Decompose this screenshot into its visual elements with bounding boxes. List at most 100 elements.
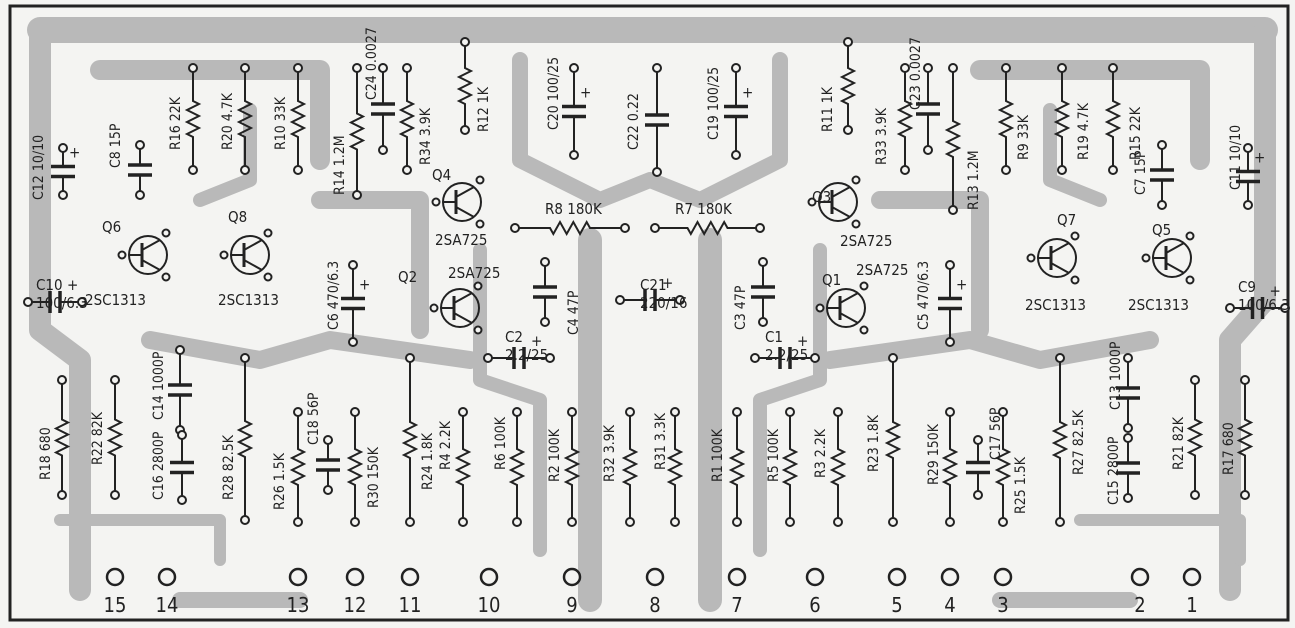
solder-pad xyxy=(750,353,760,363)
solder-pad xyxy=(998,407,1008,417)
resistor-label: R26 1.5K xyxy=(272,452,288,510)
capacitor-c13: C13 1000P xyxy=(1108,341,1140,433)
pin-pad xyxy=(940,567,960,587)
solder-pad xyxy=(652,167,662,177)
solder-pad xyxy=(1123,433,1133,443)
pin-number: 14 xyxy=(156,593,179,617)
resistor-r9: R9 33K xyxy=(997,63,1032,175)
solder-pad xyxy=(58,190,68,200)
solder-pad xyxy=(859,281,869,291)
pin-13: 13 xyxy=(287,567,309,617)
transistor-type: 2SA725 xyxy=(856,261,908,279)
plus-sign: + xyxy=(742,84,753,102)
plus-sign: + xyxy=(956,276,967,294)
capacitor-c1: +C12.2/25 xyxy=(750,328,820,369)
resistor-body xyxy=(1053,68,1071,170)
solder-pad xyxy=(945,517,955,527)
resistor-body xyxy=(53,380,71,495)
transistor-ref: Q1 xyxy=(822,271,841,289)
solder-pad xyxy=(402,165,412,175)
resistor-body xyxy=(896,68,914,170)
resistor-label: R16 22K xyxy=(168,96,184,150)
resistor-label: R25 1.5K xyxy=(1013,456,1029,514)
pin-number: 10 xyxy=(478,593,501,617)
transistor-ref: Q3 xyxy=(812,188,831,206)
pin-11: 11 xyxy=(399,567,421,617)
solder-pad xyxy=(675,295,685,305)
capacitor-c6: +C6 470/6.3 xyxy=(326,260,370,347)
resistor-r15: R15 22K xyxy=(1104,63,1144,175)
resistor-label: R8 180K xyxy=(545,200,603,218)
pin-15: 15 xyxy=(104,567,126,617)
solder-pad xyxy=(57,375,67,385)
capacitor-c20: +C20 100/25 xyxy=(546,57,591,160)
resistor-label: R4 2.2K xyxy=(438,420,454,470)
pin-pad xyxy=(727,567,747,587)
solder-pad xyxy=(569,150,579,160)
solder-pad xyxy=(177,430,187,440)
solder-pad xyxy=(998,517,1008,527)
solder-pad xyxy=(900,63,910,73)
capacitor-c17: C17 56P xyxy=(966,407,1004,500)
solder-pad xyxy=(652,63,662,73)
solder-pad xyxy=(117,250,127,260)
pin-pad xyxy=(288,567,308,587)
pin-9: 9 xyxy=(562,567,582,617)
solder-pad xyxy=(785,517,795,527)
transistor-ref: Q2 xyxy=(398,268,417,286)
resistor-label: R1 100K xyxy=(710,428,726,482)
capacitor-label: C15 2800P xyxy=(1106,436,1122,505)
solder-pad xyxy=(1070,275,1080,285)
pin-number: 2 xyxy=(1134,593,1145,617)
capacitor-label: C9 xyxy=(1238,278,1256,296)
solder-pad xyxy=(1108,165,1118,175)
resistor-body xyxy=(997,68,1015,170)
solder-pad xyxy=(293,165,303,175)
capacitor-label: C19 100/25 xyxy=(706,67,722,140)
solder-pad xyxy=(900,165,910,175)
capacitor-c5: + C5 470/6.3 xyxy=(916,260,967,347)
resistor-label: R15 22K xyxy=(1128,106,1144,160)
solder-pad xyxy=(851,175,861,185)
resistor-label: R11 1K xyxy=(820,86,836,132)
capacitor-label: C5 470/6.3 xyxy=(916,261,932,330)
resistor-r23: R23 1.8K xyxy=(866,353,902,527)
solder-pad xyxy=(731,63,741,73)
pin-pad xyxy=(479,567,499,587)
solder-pad xyxy=(352,190,362,200)
solder-pad xyxy=(670,407,680,417)
resistor-label: R22 82K xyxy=(90,411,106,465)
solder-pad xyxy=(473,281,483,291)
solder-pad xyxy=(188,165,198,175)
solder-pad xyxy=(431,197,441,207)
solder-pad xyxy=(1001,63,1011,73)
capacitor-value: 100/6.3 xyxy=(36,294,88,312)
capacitor-c23: C23 0.0027 xyxy=(908,37,940,155)
solder-pad xyxy=(1157,140,1167,150)
resistor-label: R12 1K xyxy=(476,86,492,132)
pin-pad xyxy=(562,567,582,587)
resistor-r18: R18 680 xyxy=(38,375,71,500)
resistor-label: R3 2.2K xyxy=(813,428,829,478)
transistor-type: 2SC1313 xyxy=(1025,296,1086,314)
resistor-r32: R32 3.9K xyxy=(602,407,639,527)
plus-sign: + xyxy=(67,276,78,294)
capacitor-c8: C8 15P xyxy=(108,123,152,200)
solder-pad xyxy=(475,175,485,185)
board-outline xyxy=(8,4,1290,622)
solder-pad xyxy=(177,495,187,505)
solder-pad xyxy=(348,260,358,270)
resistor-label: R6 100K xyxy=(493,416,509,470)
resistor-r26: R26 1.5K xyxy=(272,407,307,527)
capacitor-label: C18 56P xyxy=(306,392,322,445)
solder-pad xyxy=(460,37,470,47)
resistor-body xyxy=(994,412,1012,522)
resistor-body xyxy=(236,358,254,520)
solder-pad xyxy=(923,145,933,155)
solder-pad xyxy=(1123,423,1133,433)
resistor-r3: R3 2.2K xyxy=(813,407,847,527)
resistor-label: R18 680 xyxy=(38,427,54,480)
